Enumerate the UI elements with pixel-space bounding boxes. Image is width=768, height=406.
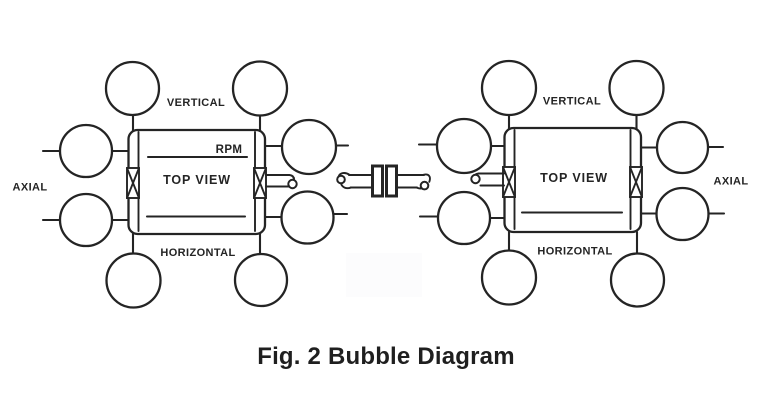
l-inboard-bearing-symbol [253, 167, 267, 199]
r-axial-inboard-lower-bubble [436, 190, 492, 246]
r-axial-outboard-upper-bubble [655, 120, 710, 175]
l-horizontal-inboard-bubble [233, 252, 289, 308]
r-outboard-bearing-symbol [629, 166, 643, 198]
r-axial-inboard-upper-bubble [435, 117, 493, 175]
r-horizontal-outboard-bubble [609, 252, 666, 308]
shaft-coupling [336, 164, 431, 198]
l-axial-outboard-lower-bubble [58, 192, 114, 248]
l-vertical-inboard-bubble [231, 60, 289, 117]
l-top-view-label: TOP VIEW [163, 173, 231, 187]
right-machine: VERTICAL AXIAL HORIZONTAL TOP VIEW [417, 59, 749, 308]
l-vertical-outboard-bubble [104, 60, 161, 117]
l-outboard-bearing-symbol [126, 167, 140, 199]
r-vertical-outboard-bubble [608, 59, 665, 117]
right-machine-connector-lines [417, 113, 726, 255]
coupling-disc-left [371, 164, 384, 198]
left-machine-connector-lines [41, 113, 350, 256]
l-vertical-label: VERTICAL [167, 97, 225, 109]
r-inboard-bearing-symbol [502, 166, 516, 198]
coupling-disc-right [385, 164, 398, 198]
r-axial-label: AXIAL [714, 176, 749, 188]
l-horizontal-label: HORIZONTAL [160, 247, 235, 259]
l-axial-inboard-upper-bubble [280, 118, 338, 176]
l-axial-label: AXIAL [13, 182, 48, 194]
r-shaft-stub [470, 172, 506, 187]
r-top-view-label: TOP VIEW [540, 171, 608, 185]
r-horizontal-inboard-bubble [480, 249, 538, 306]
r-vertical-inboard-bubble [480, 59, 538, 117]
l-shaft-end-knob [287, 178, 298, 190]
l-axial-outboard-upper-bubble [58, 123, 114, 179]
l-shaft-stub [264, 173, 298, 190]
coupling-shaft-lines [347, 173, 426, 189]
coupling-left-break-knob [336, 174, 346, 185]
figure-caption: Fig. 2 Bubble Diagram [257, 343, 515, 370]
r-horizontal-label: HORIZONTAL [537, 246, 612, 258]
left-machine: VERTICAL AXIAL HORIZONTAL TOP VIEW RPM [13, 60, 350, 309]
r-vertical-label: VERTICAL [543, 96, 601, 108]
l-horizontal-outboard-bubble [105, 252, 162, 309]
scan-artifact-patch [346, 253, 422, 297]
r-shaft-end-knob [470, 173, 481, 185]
r-axial-outboard-lower-bubble [655, 186, 710, 242]
l-axial-inboard-lower-bubble [280, 190, 335, 245]
coupling-right-break-knob [419, 180, 430, 191]
l-rpm-label: RPM [216, 144, 243, 156]
